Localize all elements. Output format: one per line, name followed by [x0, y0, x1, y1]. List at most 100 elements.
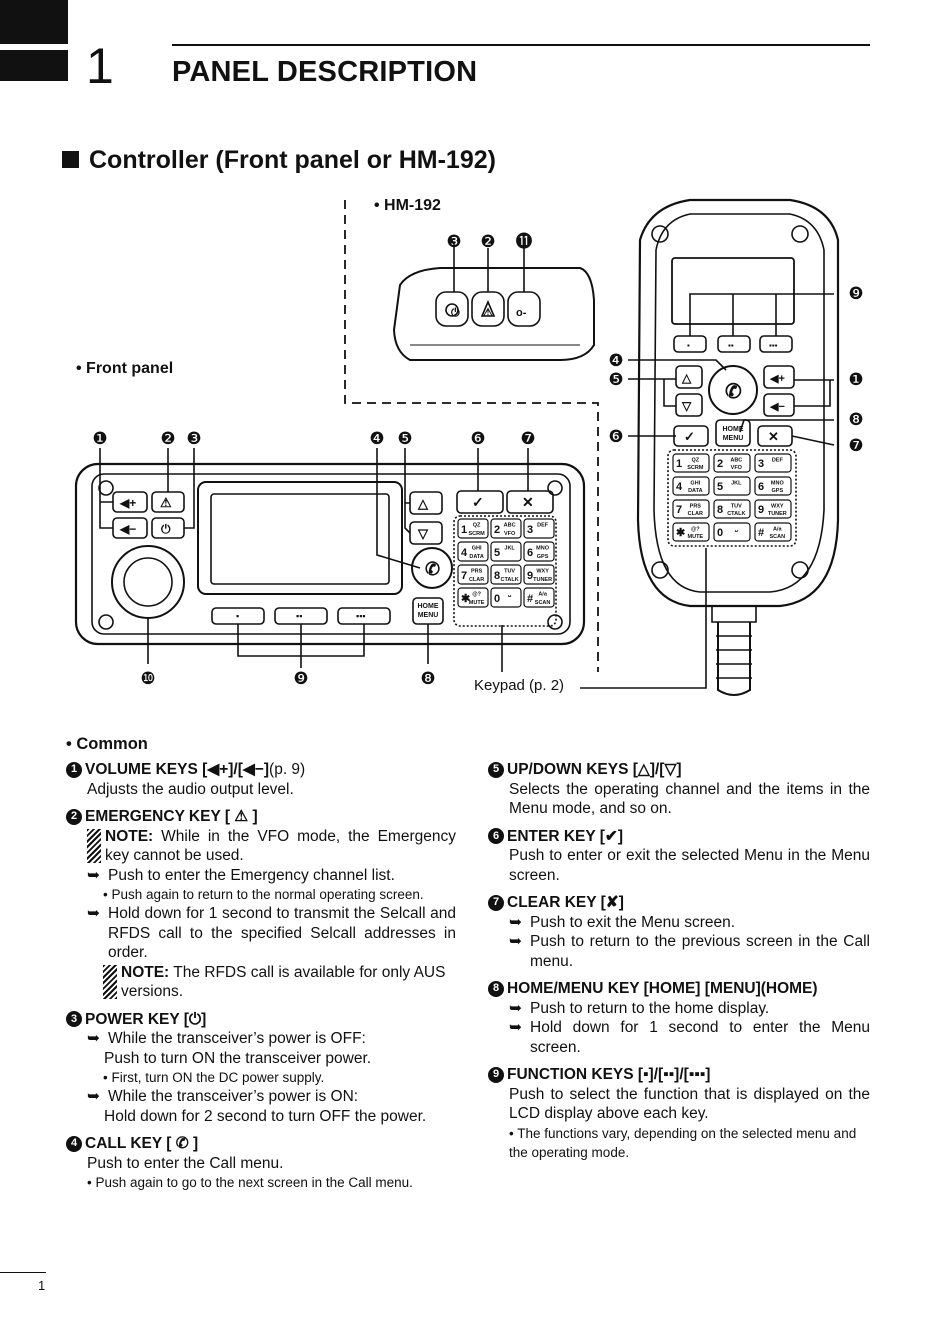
callout-badge: 2 — [66, 808, 82, 825]
note-icon — [103, 964, 117, 999]
keypad-digit: 0 — [494, 593, 500, 605]
keypad-letters: ABC — [504, 523, 516, 529]
keypad-key — [672, 499, 710, 519]
keypad-letters: A/a — [538, 592, 548, 598]
emergency-item-1: ➥Push to enter the Emergency channel lis… — [87, 866, 456, 886]
chapter-tab-bottom — [0, 50, 68, 81]
keypad-function: VFO — [504, 531, 516, 537]
keypad-key — [490, 518, 522, 539]
item-text: While the transceiver’s power is ON: — [108, 1088, 359, 1105]
keypad-digit: 8 — [494, 570, 500, 582]
callout-4: ❹ — [369, 429, 384, 448]
hm-callout-7: ❼ — [848, 436, 863, 455]
keypad-function: GPS — [772, 488, 784, 494]
updown-keys-desc: Selects the operating channel and the it… — [509, 780, 870, 818]
keypad-key — [490, 587, 522, 608]
callout-badge: 9 — [488, 1066, 504, 1083]
keypad-function: GPS — [537, 554, 549, 560]
hm-callout-5: ❺ — [608, 370, 623, 389]
keypad-digit: 4 — [461, 547, 468, 559]
keypad-key — [754, 476, 792, 496]
keypad-digit: # — [758, 527, 764, 539]
home-key-label: HOME — [418, 603, 439, 610]
hm-callout-6: ❻ — [608, 427, 623, 446]
arrow-icon: ➥ — [87, 866, 100, 884]
keypad-key — [713, 476, 751, 496]
callout-8: ❽ — [420, 669, 435, 688]
svg-text:▪▪▪: ▪▪▪ — [769, 341, 778, 350]
keypad-function: DATA — [688, 488, 702, 494]
power-sub-1: • First, turn ON the DC power supply. — [103, 1070, 325, 1085]
keypad-key — [523, 587, 555, 608]
keypad-letters: PRS — [690, 504, 702, 510]
item-text: Hold down for 1 second to transmit the S… — [108, 905, 456, 961]
footer-rule — [0, 1272, 46, 1273]
keypad-function: SCRM — [687, 465, 704, 471]
keypad-key — [523, 564, 555, 585]
keypad-letters: MNO — [771, 481, 785, 487]
callout-badge: 1 — [66, 761, 82, 778]
power-item-1: ➥While the transceiver’s power is OFF: — [87, 1029, 456, 1049]
svg-text:✆: ✆ — [725, 381, 742, 403]
keypad-letters: WXY — [771, 504, 784, 510]
keypad-function: SCRM — [468, 531, 485, 537]
keypad-letters: PRS — [471, 569, 483, 575]
keypad-digit: 7 — [676, 504, 682, 516]
callout-7: ❼ — [520, 429, 535, 448]
hm-callout-3: ❸ — [446, 232, 461, 251]
chapter-rule — [172, 44, 870, 46]
enter-key-title: ENTER KEY [✔] — [507, 827, 624, 845]
item-text: Push to exit the Menu screen. — [530, 913, 736, 931]
keypad-digit: 3 — [527, 524, 533, 536]
home-item-1: ➥Push to return to the home display. — [509, 999, 870, 1019]
svg-text:⏻: ⏻ — [451, 306, 460, 319]
keypad-function: SCAN — [535, 600, 551, 606]
hm-callout-4: ❹ — [608, 351, 623, 370]
keypad-letters: JKL — [731, 481, 742, 487]
arrow-icon: ➥ — [509, 1019, 522, 1036]
keypad-digit: 9 — [527, 570, 533, 582]
volume-keys-ref: (p. 9) — [269, 761, 306, 778]
emergency-key-title: EMERGENCY KEY [ ⚠ ] — [85, 808, 258, 825]
section-title: Controller (Front panel or HM-192) — [89, 146, 496, 174]
keypad-key — [713, 499, 751, 519]
power-item-2b: Hold down for 2 second to turn OFF the p… — [104, 1107, 427, 1125]
note-label: NOTE: — [105, 827, 154, 845]
home-item-2: ➥Hold down for 1 second to enter the Men… — [509, 1018, 870, 1057]
svg-text:△: △ — [417, 496, 429, 511]
arrow-icon: ➥ — [87, 905, 100, 922]
emergency-note-2: NOTE: The RFDS call is available for onl… — [103, 963, 456, 1002]
power-item-2: ➥While the transceiver’s power is ON: — [87, 1087, 456, 1107]
hm192-label: • HM-192 — [374, 197, 441, 214]
svg-text:⚠: ⚠ — [160, 495, 172, 510]
keypad-key — [490, 564, 522, 585]
keypad-letters: ABC — [730, 458, 742, 464]
keypad-key — [713, 453, 751, 473]
keypad-key — [754, 522, 792, 542]
chapter-title: PANEL DESCRIPTION — [172, 56, 478, 88]
callout-9: ❾ — [293, 669, 308, 688]
svg-text:▪▪▪: ▪▪▪ — [356, 611, 366, 621]
callout-1: ❶ — [92, 429, 107, 448]
function-keys-sub: • The functions vary, depending on the s… — [509, 1125, 857, 1160]
keypad-digit: 9 — [758, 504, 764, 516]
keypad-digit: ✱ — [461, 593, 470, 605]
keypad-letters: QZ — [691, 458, 699, 464]
keypad-key — [490, 541, 522, 562]
keypad-key — [457, 518, 489, 539]
common-heading: • Common — [66, 735, 148, 753]
callout-badge: 4 — [66, 1135, 82, 1152]
keypad-digit: 5 — [494, 547, 500, 559]
arrow-icon: ➥ — [509, 999, 522, 1017]
chapter-tab-top — [0, 0, 68, 44]
keypad-letters: JKL — [504, 546, 515, 552]
callout-badge: 7 — [488, 894, 504, 911]
keypad-digit: # — [527, 593, 533, 605]
keypad-function: CTALK — [727, 511, 745, 517]
call-key-sub: • Push again to go to the next screen in… — [87, 1175, 413, 1190]
keypad-letters: ␣ — [735, 527, 739, 533]
keypad-digit: 2 — [717, 458, 723, 470]
keypad-letters: GHI — [472, 546, 482, 552]
keypad-digit: 7 — [461, 570, 467, 582]
